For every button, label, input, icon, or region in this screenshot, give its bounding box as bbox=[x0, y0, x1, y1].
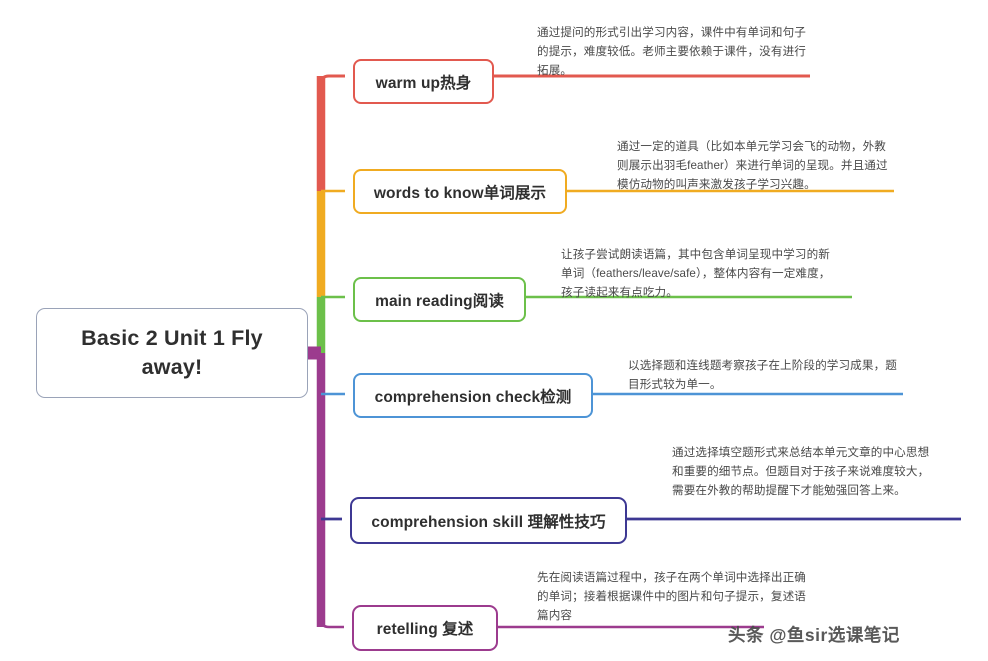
branch-node-words-to-know[interactable]: words to know单词展示 bbox=[353, 169, 567, 214]
root-node[interactable]: Basic 2 Unit 1 Fly away! bbox=[36, 308, 308, 398]
branch-node-main-reading[interactable]: main reading阅读 bbox=[353, 277, 526, 322]
branch-node-main-reading-label: main reading阅读 bbox=[375, 292, 504, 310]
description-retelling: 先在阅读语篇过程中，孩子在两个单词中选择出正确的单词；接着根据课件中的图片和句子… bbox=[537, 571, 806, 622]
branch-node-warm-up-label: warm up热身 bbox=[375, 74, 472, 92]
branch-node-retelling[interactable]: retelling 复述 bbox=[352, 605, 498, 651]
branch-node-comprehension-skill-label: comprehension skill 理解性技巧 bbox=[371, 513, 606, 531]
watermark: 头条 @鱼sir选课笔记 bbox=[728, 625, 900, 645]
branch-node-words-to-know-label: words to know单词展示 bbox=[373, 184, 547, 202]
branch-node-retelling-label: retelling 复述 bbox=[376, 621, 474, 638]
branch-node-comprehension-check-label: comprehension check检测 bbox=[374, 388, 572, 406]
description-words-to-know: 通过一定的道具（比如本单元学习会飞的动物，外教则展示出羽毛feather）来进行… bbox=[617, 140, 888, 191]
branch-node-comprehension-skill[interactable]: comprehension skill 理解性技巧 bbox=[350, 497, 627, 544]
branch-node-comprehension-check[interactable]: comprehension check检测 bbox=[353, 373, 593, 418]
description-comprehension-skill: 通过选择填空题形式来总结本单元文章的中心思想和重要的细节点。但题目对于孩子来说难… bbox=[672, 446, 930, 497]
description-comprehension-check: 以选择题和连线题考察孩子在上阶段的学习成果，题目形式较为单一。 bbox=[628, 359, 897, 391]
description-warm-up: 通过提问的形式引出学习内容，课件中有单词和句子的提示，难度较低。老师主要依赖于课… bbox=[537, 26, 806, 77]
description-main-reading: 让孩子尝试朗读语篇，其中包含单词呈现中学习的新单词（feathers/leave… bbox=[561, 248, 831, 299]
root-node-label: Basic 2 Unit 1 Fly away! bbox=[81, 325, 263, 379]
branch-node-warm-up[interactable]: warm up热身 bbox=[353, 59, 494, 104]
